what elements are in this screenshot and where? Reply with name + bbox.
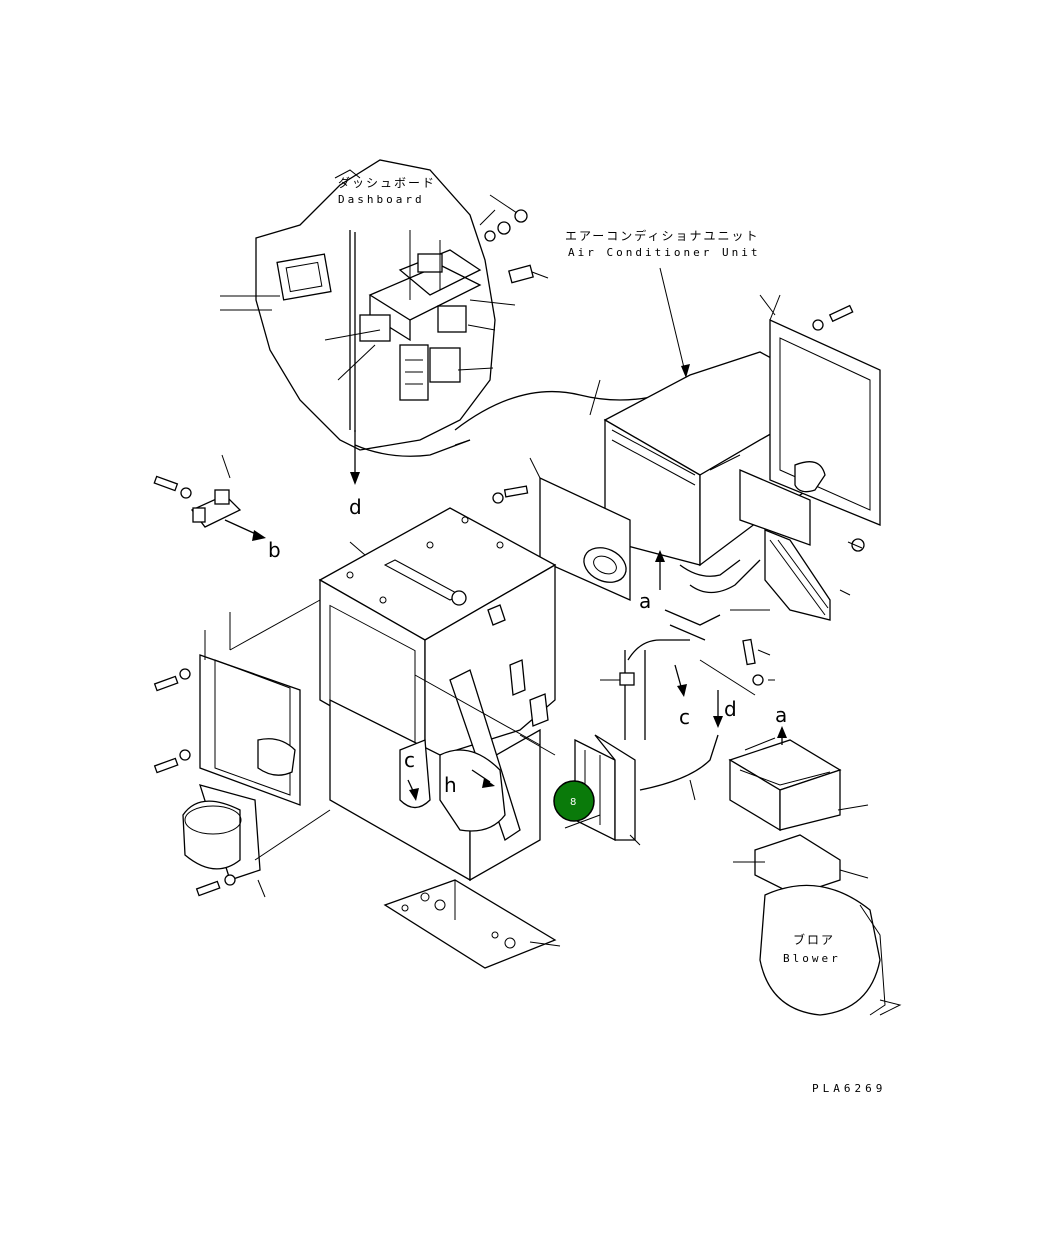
dashboard-label-jp: ダッシュボード [338,175,436,190]
dashboard-label-en: Dashboard [338,193,425,206]
ref-label-c-left: c [404,748,415,772]
ref-label-h: h [444,773,457,797]
ref-label-c-mid: c [679,705,690,729]
aircon-label-en: Air Conditioner Unit [568,246,760,259]
side-panel [153,599,321,806]
callout-marker[interactable]: 8 [553,780,595,822]
ref-label-a-right: a [775,703,787,727]
floor-plate [383,879,561,969]
callout-marker-label: 8 [570,797,576,808]
air-conditioner-unit [492,267,881,641]
cab-frame [318,507,557,882]
duct-left [182,784,331,898]
ref-label-d-right: d [724,697,737,721]
ref-label-a-mid: a [639,589,651,613]
blower-assembly [728,737,902,1016]
bolt-set-right [699,638,775,696]
dashboard-assembly [220,159,601,485]
blower-label-jp: ブロア [793,932,835,947]
ref-label-d-top: d [349,495,362,519]
callout-marker-circle[interactable] [553,780,595,822]
clamp-bracket [153,454,266,541]
drawing-code: PLA6269 [812,1082,886,1095]
control-cable [454,390,661,431]
aircon-label-jp: エアーコンディショナユニット [565,228,759,243]
blower-label-en: Blower [783,952,841,965]
ref-arrows [407,550,787,801]
ref-label-b: b [268,538,281,562]
